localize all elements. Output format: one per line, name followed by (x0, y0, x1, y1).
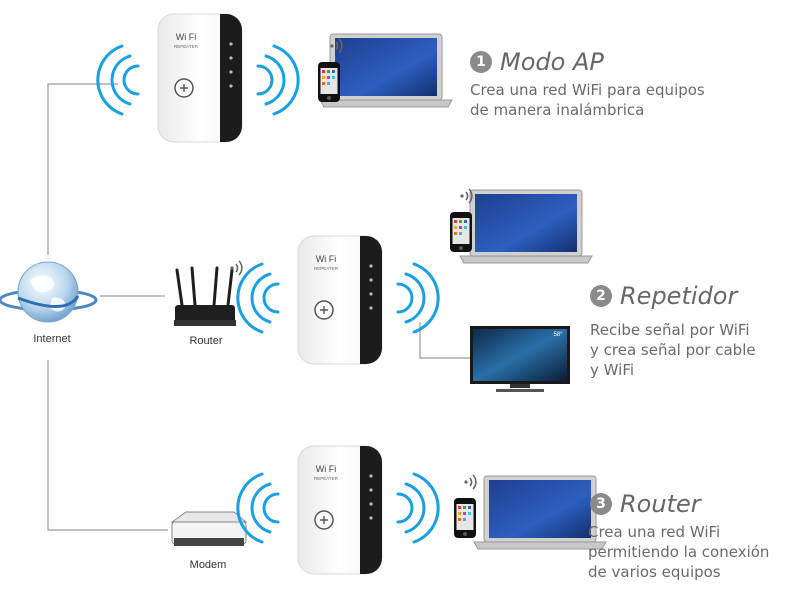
phone-icon (454, 498, 476, 538)
description-line: de varios equipos (588, 563, 721, 581)
repeater-router: Wi Fi REPEATER (236, 445, 440, 575)
description-line: Crea una red WiFi (588, 523, 721, 541)
number-badge: 1 (470, 51, 492, 73)
tv-icon (470, 326, 570, 392)
router-label: Router (189, 335, 222, 347)
repeater-wifi-text: Wi Fi (316, 254, 337, 264)
repeater-wifi-text: Wi Fi (176, 32, 197, 42)
number-badge: 2 (590, 285, 612, 307)
repeater-repeater-text: REPEATER (314, 476, 339, 481)
repeater-wifi-text: Wi Fi (316, 464, 337, 474)
description-line: de manera inalámbrica (470, 101, 645, 119)
mode-title: Modo AP (500, 48, 604, 76)
modem-label: Modem (190, 559, 227, 571)
laptop-icon (459, 189, 593, 264)
description-line: Recibe señal por WiFi (590, 321, 750, 339)
mode-repetidor-block: 2 Repetidor Recibe señal por WiFi y crea… (590, 282, 756, 380)
description-line: permitiendo la conexión (588, 543, 770, 561)
phone-icon (450, 212, 472, 252)
mode-description: Crea una red WiFi permitiendo la conexió… (588, 522, 769, 582)
mode-title: Router (620, 490, 701, 518)
laptop-icon (473, 475, 607, 550)
tv-temp-text: 58° (553, 332, 563, 338)
internet-label: Internet (33, 333, 70, 345)
description-line: y WiFi (590, 361, 635, 379)
repeater-ap: Wi Fi REPEATER (96, 13, 300, 143)
repeater-repeater-text: REPEATER (174, 44, 199, 49)
repeater-repeater: Wi Fi REPEATER (236, 235, 440, 365)
phone-icon (318, 62, 340, 102)
mode-ap-block: 1 Modo AP Crea una red WiFi para equipos… (470, 48, 705, 120)
mode-description: Recibe señal por WiFi y crea señal por c… (590, 320, 756, 380)
modem-icon (170, 511, 248, 546)
description-line: y crea señal por cable (590, 341, 756, 359)
router-icon (174, 260, 243, 326)
description-line: Crea una red WiFi para equipos (470, 81, 705, 99)
number-badge: 3 (590, 493, 612, 515)
mode-router-block: 3 Router Crea una red WiFi permitiendo l… (588, 490, 769, 582)
repeater-repeater-text: REPEATER (314, 266, 339, 271)
mode-description: Crea una red WiFi para equipos de manera… (470, 80, 705, 120)
internet-globe-icon (0, 261, 98, 323)
mode-title: Repetidor (620, 282, 738, 310)
signal-icon (463, 474, 477, 490)
connection-lines (47, 83, 470, 531)
